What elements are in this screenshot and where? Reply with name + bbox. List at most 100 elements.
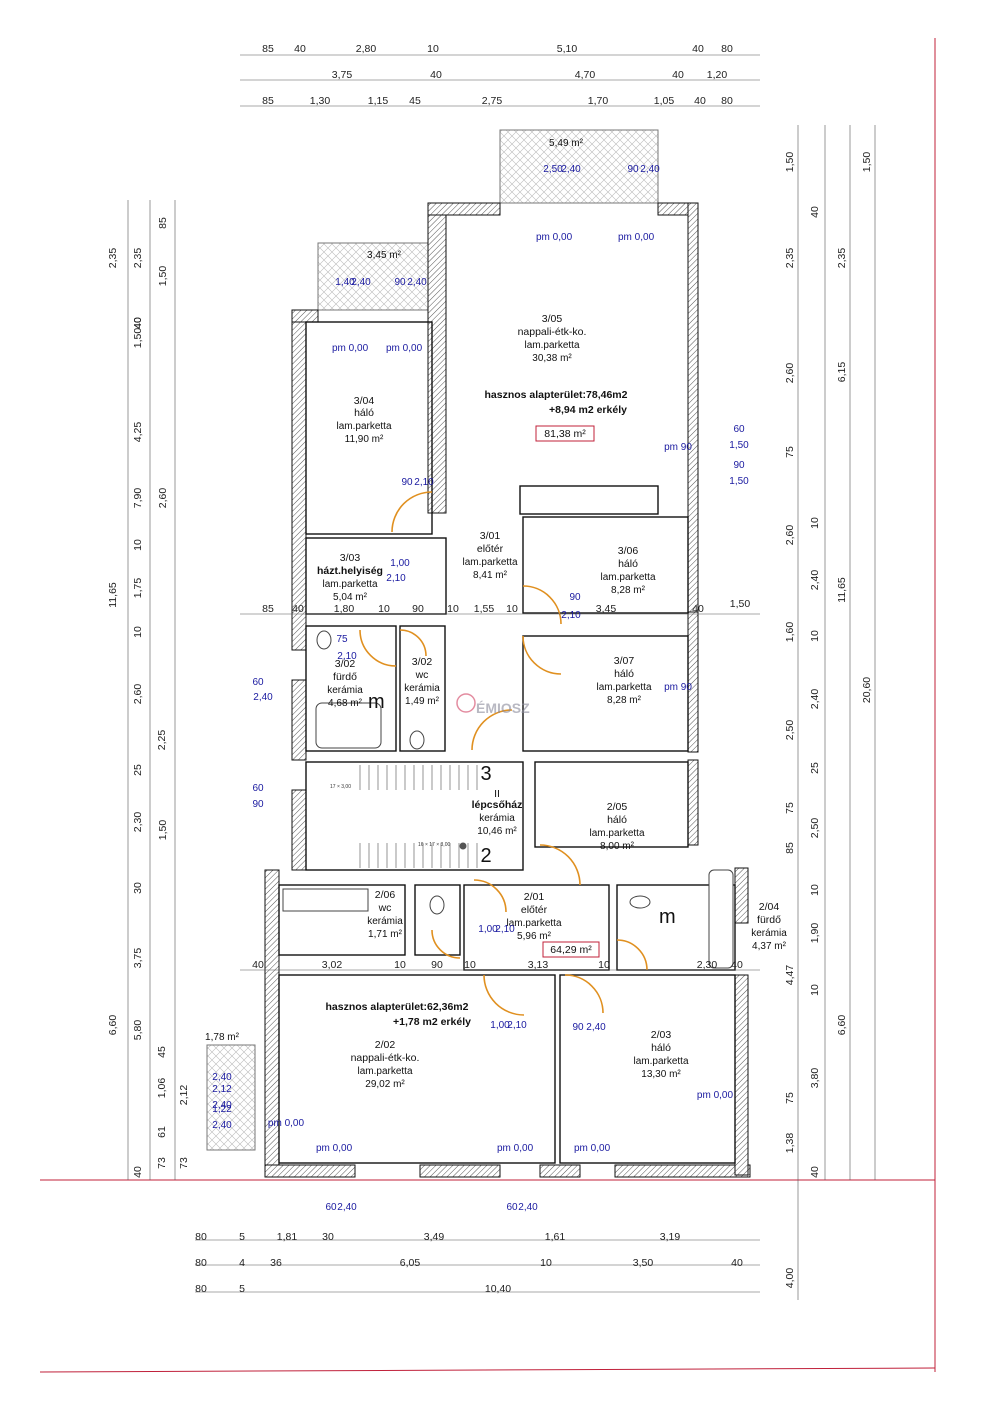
dimension-label: 1,00 bbox=[490, 1020, 510, 1031]
dimension-label: 10 bbox=[447, 603, 459, 615]
svg-text:17 × 3,00: 17 × 3,00 bbox=[330, 784, 351, 790]
dimension-label: 2,40 bbox=[809, 570, 821, 591]
dimension-label: 75 bbox=[336, 634, 348, 645]
dimension-label: 85 bbox=[784, 842, 796, 854]
room-3-07: 3/07 háló lam.parketta 8,28 m² bbox=[596, 655, 651, 706]
dimension-label: 1,60 bbox=[784, 622, 796, 643]
dimension-label: 1,90 bbox=[809, 923, 821, 944]
door-swings bbox=[359, 491, 648, 1016]
svg-text:3/07: 3/07 bbox=[614, 655, 635, 667]
svg-text:30,38 m²: 30,38 m² bbox=[532, 353, 572, 364]
dimension-label: 2,35 bbox=[107, 248, 119, 269]
dimension-label: 3,50 bbox=[633, 1257, 654, 1269]
summary-floor-2: hasznos alapterület:62,36m2 +1,78 m2 erk… bbox=[326, 1001, 472, 1028]
svg-text:2/06: 2/06 bbox=[375, 889, 396, 901]
dimension-label: 40 bbox=[430, 69, 442, 81]
dimension-lines bbox=[127, 54, 876, 1300]
dimension-label: 7,90 bbox=[132, 488, 144, 509]
dimension-label: 40 bbox=[692, 43, 704, 55]
dimension-label: 4,70 bbox=[575, 69, 596, 81]
dimension-label: 1,50 bbox=[784, 152, 796, 173]
svg-text:lam.parketta: lam.parketta bbox=[357, 1066, 412, 1077]
dimension-label: 1,22 bbox=[212, 1104, 232, 1115]
dimension-label: 3,19 bbox=[660, 1231, 681, 1243]
svg-text:8,28 m²: 8,28 m² bbox=[607, 695, 642, 706]
svg-text:lépcsőház: lépcsőház bbox=[472, 799, 523, 811]
dimension-label: 2,40 bbox=[212, 1100, 232, 1111]
dimension-label: 60 bbox=[733, 424, 745, 435]
dimension-label: 2,60 bbox=[784, 525, 796, 546]
dimension-label: 1,20 bbox=[707, 69, 728, 81]
balcony-bottom-left-area: 1,78 m² bbox=[205, 1032, 240, 1043]
dimension-label: 10 bbox=[809, 984, 821, 996]
dimension-label: 2,10 bbox=[414, 477, 434, 488]
dimension-label: 60 bbox=[252, 677, 264, 688]
dimension-label: 1,00 bbox=[478, 924, 498, 935]
dimension-label: pm 0,00 bbox=[268, 1118, 305, 1129]
dimension-label: 10 bbox=[598, 959, 610, 971]
dimension-label: 25 bbox=[132, 764, 144, 776]
dimension-label: 90 bbox=[733, 460, 745, 471]
dimension-label: 6,15 bbox=[836, 362, 848, 383]
svg-text:2/03: 2/03 bbox=[651, 1029, 672, 1041]
svg-text:lam.parketta: lam.parketta bbox=[589, 828, 644, 839]
svg-text:lam.parketta: lam.parketta bbox=[633, 1056, 688, 1067]
dimension-label: 90 bbox=[401, 477, 413, 488]
dimension-label: 2,40 bbox=[212, 1072, 232, 1083]
svg-text:10,46 m²: 10,46 m² bbox=[477, 826, 517, 837]
dimension-label: 2,50 bbox=[543, 164, 563, 175]
room-2-01: 2/01 előtér lam.parketta 5,96 m² bbox=[506, 891, 561, 942]
dimension-label: 11,65 bbox=[107, 582, 119, 608]
stair-steps bbox=[359, 765, 478, 868]
dimension-label: 60 bbox=[252, 783, 264, 794]
dimension-label: 2,40 bbox=[640, 164, 660, 175]
svg-text:8,28 m²: 8,28 m² bbox=[611, 585, 646, 596]
dimension-label: 73 bbox=[178, 1157, 190, 1169]
svg-text:1,71 m²: 1,71 m² bbox=[368, 929, 403, 940]
dimension-label: 36 bbox=[270, 1257, 282, 1269]
svg-text:16 × 17 × 3,00: 16 × 17 × 3,00 bbox=[418, 842, 450, 848]
room-2-02: 2/02 nappali-étk-ko. lam.parketta 29,02 … bbox=[351, 1039, 420, 1090]
dimension-label: 75 bbox=[784, 802, 796, 814]
dimension-label: 6,60 bbox=[107, 1015, 119, 1036]
dimension-label: 2,40 bbox=[586, 1022, 606, 1033]
dimension-label: 5,10 bbox=[557, 43, 578, 55]
dimension-label: 80 bbox=[721, 43, 733, 55]
summary-floor-2-total: 64,29 m² bbox=[542, 941, 600, 958]
svg-text:nappali-étk-ko.: nappali-étk-ko. bbox=[351, 1052, 420, 1064]
svg-text:pm 0,00: pm 0,00 bbox=[536, 232, 573, 243]
dimension-label: 40 bbox=[132, 1166, 144, 1178]
dimension-label: 75 bbox=[784, 1092, 796, 1104]
dimension-label: 3,02 bbox=[322, 959, 343, 971]
fixtures bbox=[282, 630, 734, 969]
dimension-label: 2,10 bbox=[337, 651, 357, 662]
room-2-06: 2/06 wc kerámia 1,71 m² bbox=[367, 889, 403, 940]
dimension-label: 2,40 bbox=[212, 1120, 232, 1131]
dimension-label: 40 bbox=[672, 69, 684, 81]
dimension-label: 85 bbox=[157, 217, 169, 229]
svg-text:fürdő: fürdő bbox=[333, 671, 357, 683]
svg-text:5,04 m²: 5,04 m² bbox=[333, 592, 368, 603]
svg-text:2/01: 2/01 bbox=[524, 891, 545, 903]
svg-text:2/04: 2/04 bbox=[759, 901, 780, 913]
dimension-label: 2,60 bbox=[157, 488, 169, 509]
dimension-label: 2,60 bbox=[784, 363, 796, 384]
dimension-label: 10 bbox=[132, 539, 144, 551]
svg-text:3/02: 3/02 bbox=[412, 656, 433, 668]
svg-text:kerámia: kerámia bbox=[479, 813, 515, 824]
dimension-label: 40 bbox=[731, 1257, 743, 1269]
dimension-label: 80 bbox=[195, 1283, 207, 1295]
svg-text:háló: háló bbox=[607, 814, 627, 826]
dimension-label: 40 bbox=[252, 959, 264, 971]
dimension-label: pm 90 bbox=[664, 682, 692, 693]
svg-text:lam.parketta: lam.parketta bbox=[600, 572, 655, 583]
dimension-label: 90 bbox=[394, 277, 406, 288]
svg-text:pm 0,00: pm 0,00 bbox=[574, 1143, 611, 1154]
svg-text:lam.parketta: lam.parketta bbox=[524, 340, 579, 351]
dimension-label: 1,40 bbox=[335, 277, 355, 288]
dimension-label: 5,80 bbox=[132, 1020, 144, 1041]
dimension-label: 1,30 bbox=[310, 95, 331, 107]
svg-text:lam.parketta: lam.parketta bbox=[462, 557, 517, 568]
watermark-logo-icon bbox=[456, 693, 476, 713]
